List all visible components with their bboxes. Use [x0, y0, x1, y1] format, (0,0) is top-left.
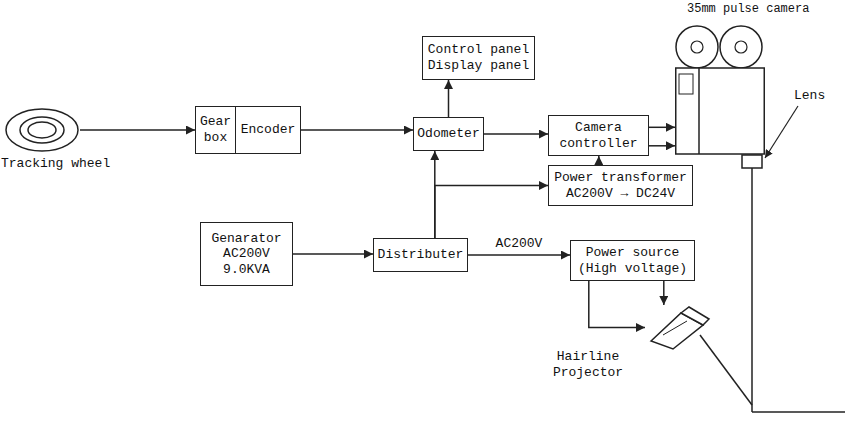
pulse-camera-outline: [675, 22, 765, 155]
node-text: Encoder: [241, 122, 296, 138]
part-label: Lens: [794, 88, 825, 104]
node-text: Distributer: [378, 247, 464, 263]
connector: [448, 80, 450, 117]
connector: [301, 129, 413, 131]
process-box: Distributer: [373, 238, 468, 272]
tracking-wheel-outline: [5, 108, 80, 152]
connector: [484, 133, 548, 135]
node-text: Hairline Projector: [547, 349, 629, 380]
projector-stand: [700, 335, 752, 405]
node-text: (High voltage): [578, 261, 687, 277]
connector: [663, 281, 665, 305]
node-text: 35mm pulse camera: [687, 2, 809, 16]
lens-symbol: [742, 155, 762, 168]
process-box: Camera controller: [548, 115, 649, 156]
connector: [649, 127, 675, 129]
edge-label: AC200V: [494, 236, 545, 252]
node-text: Control panel Display panel: [426, 42, 531, 73]
ground-line: [752, 411, 845, 413]
process-box: Power transformerAC200V → DC24V: [548, 165, 693, 206]
node-text: Camera controller: [552, 120, 645, 151]
connector: [649, 145, 675, 147]
connector: [293, 253, 373, 255]
node-text: Genarator AC200V 9.0KVA: [204, 231, 289, 278]
tracking-wheel: Tracking wheel: [5, 108, 80, 152]
node-text: Power source: [586, 245, 680, 261]
leader-line: [765, 106, 798, 158]
process-box: Odometer: [413, 117, 484, 151]
pulse-camera: 35mm pulse camera: [675, 22, 765, 155]
hairline-projector-outline: [645, 305, 710, 350]
node-text: AC200V → DC24V: [566, 186, 675, 202]
connector: [80, 129, 195, 131]
node-text: Power transformer: [554, 170, 687, 186]
process-box: Encoder: [235, 106, 301, 154]
connector: [598, 156, 600, 165]
connector: [468, 254, 570, 256]
node-text: Odometer: [417, 126, 479, 142]
connector: [435, 186, 548, 239]
process-box: Gear box: [195, 106, 236, 154]
node-text: Tracking wheel: [1, 156, 110, 172]
process-box: Power source(High voltage): [570, 240, 695, 281]
hairline-projector: Hairline Projector: [645, 305, 710, 350]
process-box: Genarator AC200V 9.0KVA: [200, 222, 293, 286]
connector: [589, 281, 645, 328]
panel-box: Control panel Display panel: [422, 36, 535, 80]
camera-pole: [751, 168, 753, 412]
node-text: Gear box: [199, 114, 232, 145]
